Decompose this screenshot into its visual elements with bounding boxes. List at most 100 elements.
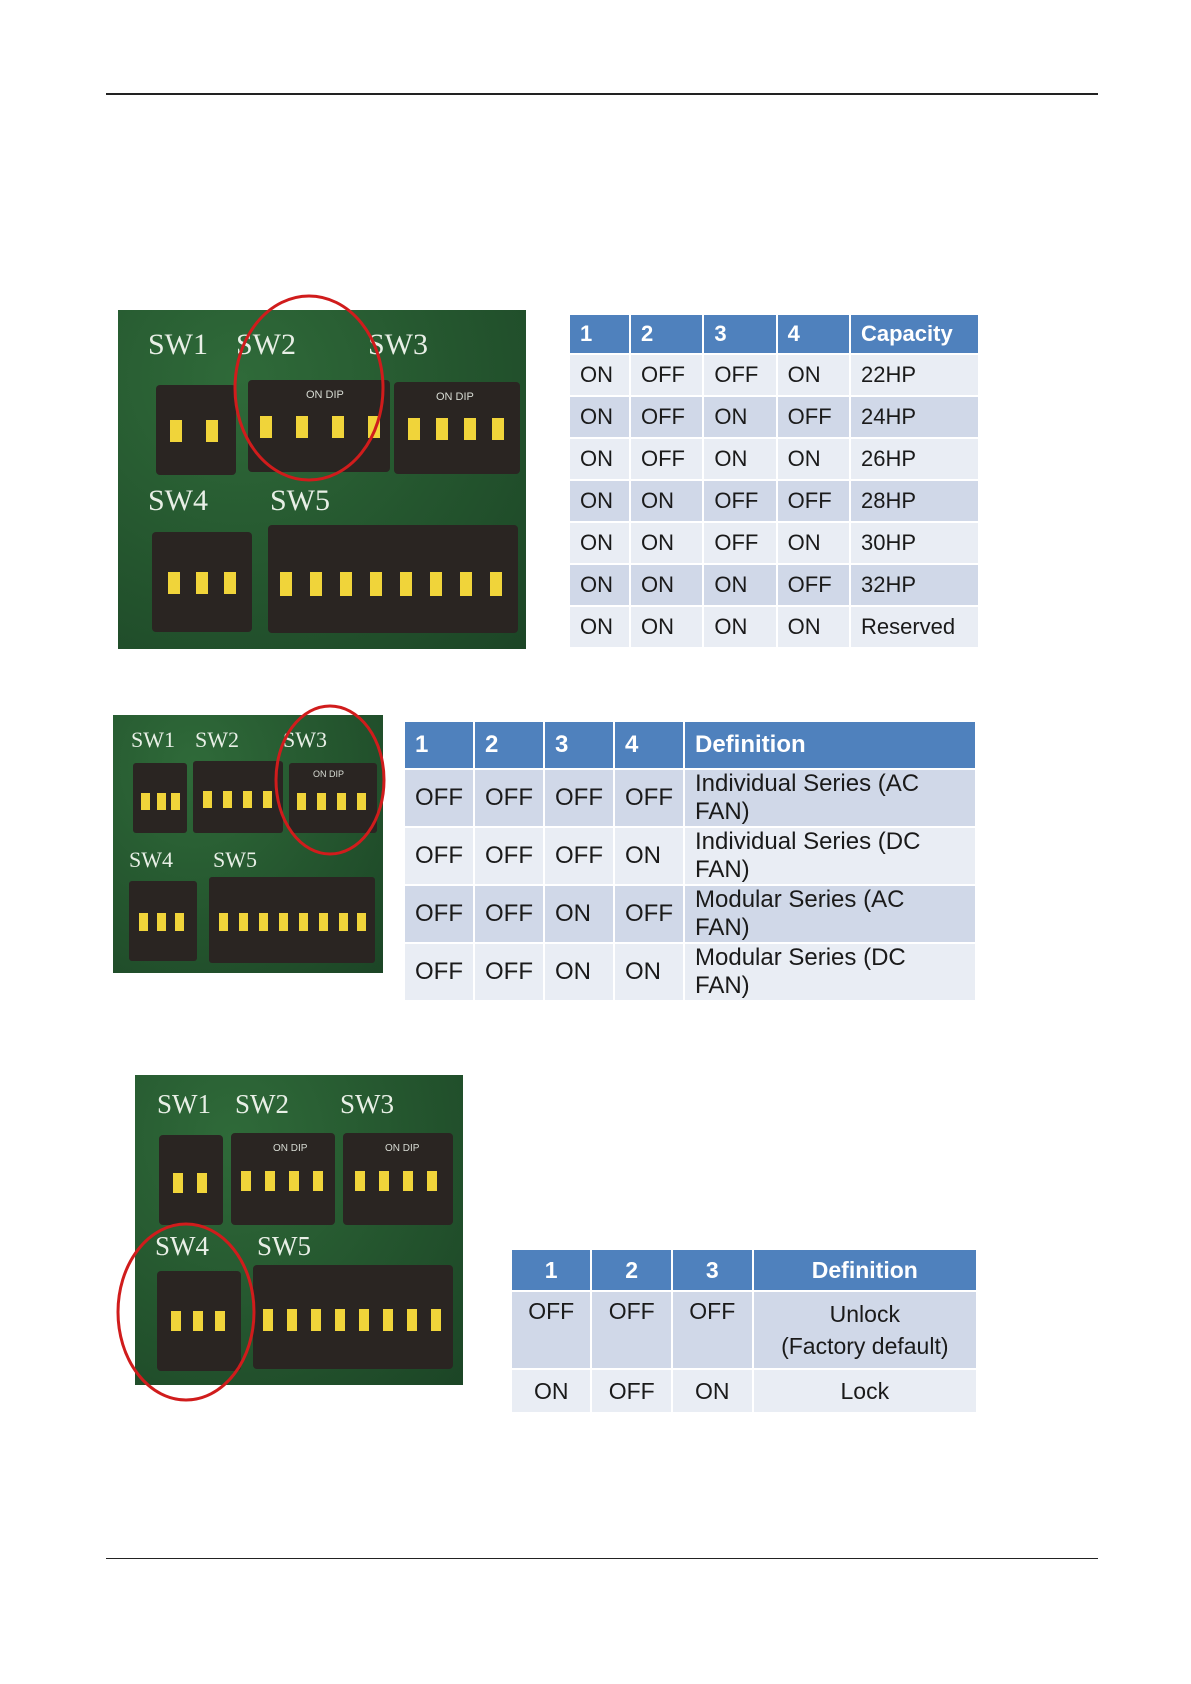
col-header: 1 xyxy=(405,722,475,769)
table-cell: OFF xyxy=(405,942,475,1000)
dip-switch-sw3 xyxy=(289,763,377,833)
col-header: 1 xyxy=(512,1250,593,1291)
dip-knob xyxy=(157,793,166,810)
table-cell: ON xyxy=(776,353,851,396)
table-cell: OFF xyxy=(544,768,615,827)
dip-knob xyxy=(317,793,326,810)
table-cell: ON xyxy=(703,563,778,606)
table-cell: 30HP xyxy=(849,521,978,564)
table-cell: OFF xyxy=(630,353,705,396)
dip-knob xyxy=(337,793,346,810)
table-cell: Unlock (Factory default) xyxy=(752,1290,976,1369)
dip-knob xyxy=(173,1173,183,1193)
label-sw2: SW2 xyxy=(195,727,239,752)
label-sw1: SW1 xyxy=(148,328,208,361)
dip-knob xyxy=(223,791,232,808)
dip-knob xyxy=(332,416,344,438)
pcb-illustration-3: SW1 SW2 SW3 SW4 SW5 ON DIP ON DIP xyxy=(155,1089,453,1371)
board-photo-sw3: SW1 SW2 SW3 SW4 SW5 ON DIP xyxy=(113,715,383,973)
table-cell: OFF xyxy=(591,1368,673,1412)
highlight-circle-sw3 xyxy=(274,704,386,856)
switch-on-dip-text: ON DIP xyxy=(273,1143,308,1154)
highlight-circle-sw4 xyxy=(116,1222,256,1402)
dip-knob xyxy=(313,1171,323,1191)
table-cell: OFF xyxy=(405,826,475,885)
table-cell: OFF xyxy=(776,395,851,438)
dip-knob xyxy=(239,913,248,931)
table-cell: Lock xyxy=(752,1368,976,1412)
table-cell: OFF xyxy=(512,1290,593,1369)
dip-knob xyxy=(219,913,228,931)
dip-knob xyxy=(287,1309,297,1331)
dip-knob xyxy=(339,913,348,931)
table-cell: OFF xyxy=(474,826,545,885)
dip-knob xyxy=(263,1309,273,1331)
table-cell: OFF xyxy=(405,884,475,943)
table-cell: ON xyxy=(570,521,631,564)
label-sw4: SW4 xyxy=(148,484,208,517)
label-sw2: SW2 xyxy=(235,1089,289,1119)
table-cell: ON xyxy=(570,353,631,396)
col-header: Definition xyxy=(684,722,975,769)
table-cell: OFF xyxy=(591,1290,673,1369)
switch-on-dip-text: ON DIP xyxy=(306,389,344,401)
dip-knob xyxy=(492,418,504,440)
dip-switch-sw3 xyxy=(343,1133,453,1225)
table-cell: ON xyxy=(570,563,631,606)
dip-knob xyxy=(279,913,288,931)
dip-knob xyxy=(407,1309,417,1331)
table-cell: ON xyxy=(776,437,851,480)
dip-knob xyxy=(319,913,328,931)
table-cell: OFF xyxy=(614,884,685,943)
dip-knob xyxy=(243,791,252,808)
col-header: 3 xyxy=(672,1250,754,1291)
dip-knob xyxy=(430,572,442,596)
dip-knob xyxy=(157,913,166,931)
dip-knob xyxy=(175,913,184,931)
table-cell: ON xyxy=(630,521,705,564)
dip-knob xyxy=(193,1311,203,1331)
dip-knob xyxy=(170,420,182,442)
label-sw4: SW4 xyxy=(129,847,173,872)
col-header: 4 xyxy=(614,722,685,769)
dip-knob xyxy=(311,1309,321,1331)
dip-knob xyxy=(490,572,502,596)
table-cell: OFF xyxy=(474,942,545,1000)
dip-knob xyxy=(436,418,448,440)
table-cell: 32HP xyxy=(849,563,978,606)
dip-knob xyxy=(427,1171,437,1191)
table-cell: ON xyxy=(614,826,685,885)
dip-switch-sw1 xyxy=(159,1135,223,1225)
table-cell: ON xyxy=(630,479,705,522)
table-cell: Individual Series (AC FAN) xyxy=(684,768,975,827)
table-cell: OFF xyxy=(703,353,778,396)
pcb-illustration-1: SW1 SW2 SW3 SW4 SW5 ON DIP ON DIP xyxy=(148,328,520,633)
dip-knob xyxy=(408,418,420,440)
dip-switch-sw3 xyxy=(394,382,520,474)
table-cell: ON xyxy=(703,437,778,480)
dip-knob xyxy=(280,572,292,596)
pcb-illustration-2: SW1 SW2 SW3 SW4 SW5 ON DIP xyxy=(129,727,377,963)
table-cell: OFF xyxy=(474,768,545,827)
col-header: 3 xyxy=(544,722,615,769)
table-cell: ON xyxy=(776,605,851,647)
table-cell: ON xyxy=(570,605,631,647)
table-cell: ON xyxy=(630,563,705,606)
table-cell: ON xyxy=(614,942,685,1000)
table-cell: OFF xyxy=(405,768,475,827)
dip-knob xyxy=(299,913,308,931)
dip-knob xyxy=(241,1171,251,1191)
dip-knob xyxy=(403,1171,413,1191)
dip-knob xyxy=(203,791,212,808)
col-header: Definition xyxy=(752,1250,976,1291)
table-row: OFF OFF OFF Unlock (Factory default) xyxy=(512,1290,976,1369)
dip-switch-sw2 xyxy=(248,380,390,472)
